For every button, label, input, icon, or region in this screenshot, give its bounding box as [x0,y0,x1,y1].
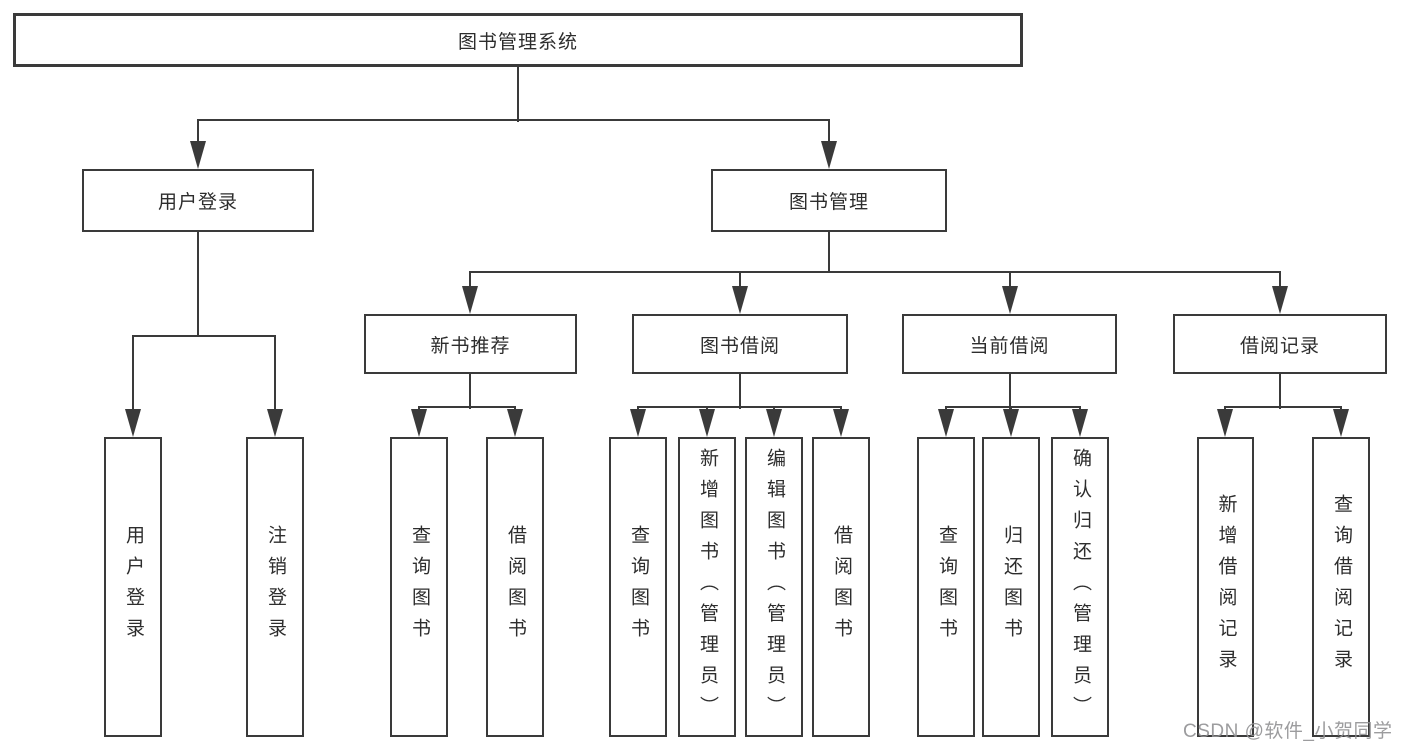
leaf-return-books-label: 归还图书 [1000,525,1022,649]
arrow-down-bb-query [630,409,646,437]
leaf-logout-label: 注销登录 [264,525,286,649]
leaf-borrow-books-recommend: 借阅图书 [486,437,544,737]
leaf-borrow-books-borrowing: 借阅图书 [812,437,870,737]
arrow-down-cb-confirm [1072,409,1088,437]
arrow-down-leaf-logout [267,409,283,437]
node-borrowing-records: 借阅记录 [1173,314,1387,374]
connector-rail-book-borrowing [637,406,842,408]
connector-stem-root [517,67,519,122]
arrow-down-book-management [821,141,837,169]
arrow-down-nb-query [411,409,427,437]
connector-rail-level2 [197,119,830,121]
arrow-down-current-borrowing [1002,286,1018,314]
leaf-borrow-books-recommend-label: 借阅图书 [504,525,526,649]
arrow-down-cb-return [1003,409,1019,437]
leaf-user-login-label: 用户登录 [122,525,144,649]
connector-rail-level3 [469,271,1281,273]
connector-stem-current-borrowing [1009,373,1011,409]
arrow-down-leaf-user-login [125,409,141,437]
connector-rail-new-book-recommend [418,406,516,408]
connector-drop-leaf-logout [274,335,276,413]
arrow-down-book-borrowing [732,286,748,314]
connector-drop-user-login [197,119,199,145]
leaf-add-borrow-record-label: 新增借阅记录 [1215,494,1237,680]
connector-drop-borrowing-records [1279,271,1281,289]
arrow-down-bb-borrow [833,409,849,437]
leaf-query-books-borrowing-label: 查询图书 [627,525,649,649]
arrow-down-cb-query [938,409,954,437]
connector-drop-current-borrowing [1009,271,1011,289]
node-new-book-recommend: 新书推荐 [364,314,577,374]
leaf-edit-books-admin: 编辑图书（管理员） [745,437,803,737]
connector-drop-leaf-user-login [132,335,134,413]
connector-stem-book-borrowing [739,373,741,409]
arrow-down-bb-edit [766,409,782,437]
leaf-query-books-current-label: 查询图书 [935,525,957,649]
connector-drop-new-book-recommend [469,271,471,289]
leaf-query-books-recommend: 查询图书 [390,437,448,737]
leaf-query-borrow-record-label: 查询借阅记录 [1330,494,1352,680]
leaf-add-books-admin-label: 新增图书（管理员） [696,447,718,727]
arrow-down-user-login [190,141,206,169]
connector-stem-new-book-recommend [469,373,471,409]
leaf-query-books-borrowing: 查询图书 [609,437,667,737]
leaf-add-books-admin: 新增图书（管理员） [678,437,736,737]
leaf-query-books-current: 查询图书 [917,437,975,737]
connector-drop-book-borrowing [739,271,741,289]
connector-stem-user-login [197,231,199,337]
leaf-return-books: 归还图书 [982,437,1040,737]
connector-rail-borrowing-records [1224,406,1342,408]
arrow-down-new-book-recommend [462,286,478,314]
node-library-management-system: 图书管理系统 [13,13,1023,67]
arrow-down-bb-add [699,409,715,437]
connector-drop-book-management [828,119,830,145]
connector-stem-borrowing-records [1279,373,1281,409]
leaf-user-login: 用户登录 [104,437,162,737]
node-book-management: 图书管理 [711,169,947,232]
connector-rail-current-borrowing [945,406,1081,408]
node-current-borrowing: 当前借阅 [902,314,1117,374]
connector-stem-book-management [828,231,830,273]
leaf-query-borrow-record: 查询借阅记录 [1312,437,1370,737]
leaf-edit-books-admin-label: 编辑图书（管理员） [763,447,785,727]
leaf-confirm-return-admin: 确认归还（管理员） [1051,437,1109,737]
leaf-borrow-books-borrowing-label: 借阅图书 [830,525,852,649]
connector-rail-user-login [132,335,276,337]
node-user-login: 用户登录 [82,169,314,232]
leaf-confirm-return-admin-label: 确认归还（管理员） [1069,447,1091,727]
watermark-text: CSDN @软件_小贺同学 [1183,721,1393,742]
arrow-down-br-query [1333,409,1349,437]
leaf-logout: 注销登录 [246,437,304,737]
node-book-borrowing: 图书借阅 [632,314,848,374]
arrow-down-br-add [1217,409,1233,437]
leaf-add-borrow-record: 新增借阅记录 [1197,437,1254,737]
leaf-query-books-recommend-label: 查询图书 [408,525,430,649]
arrow-down-nb-borrow [507,409,523,437]
arrow-down-borrowing-records [1272,286,1288,314]
